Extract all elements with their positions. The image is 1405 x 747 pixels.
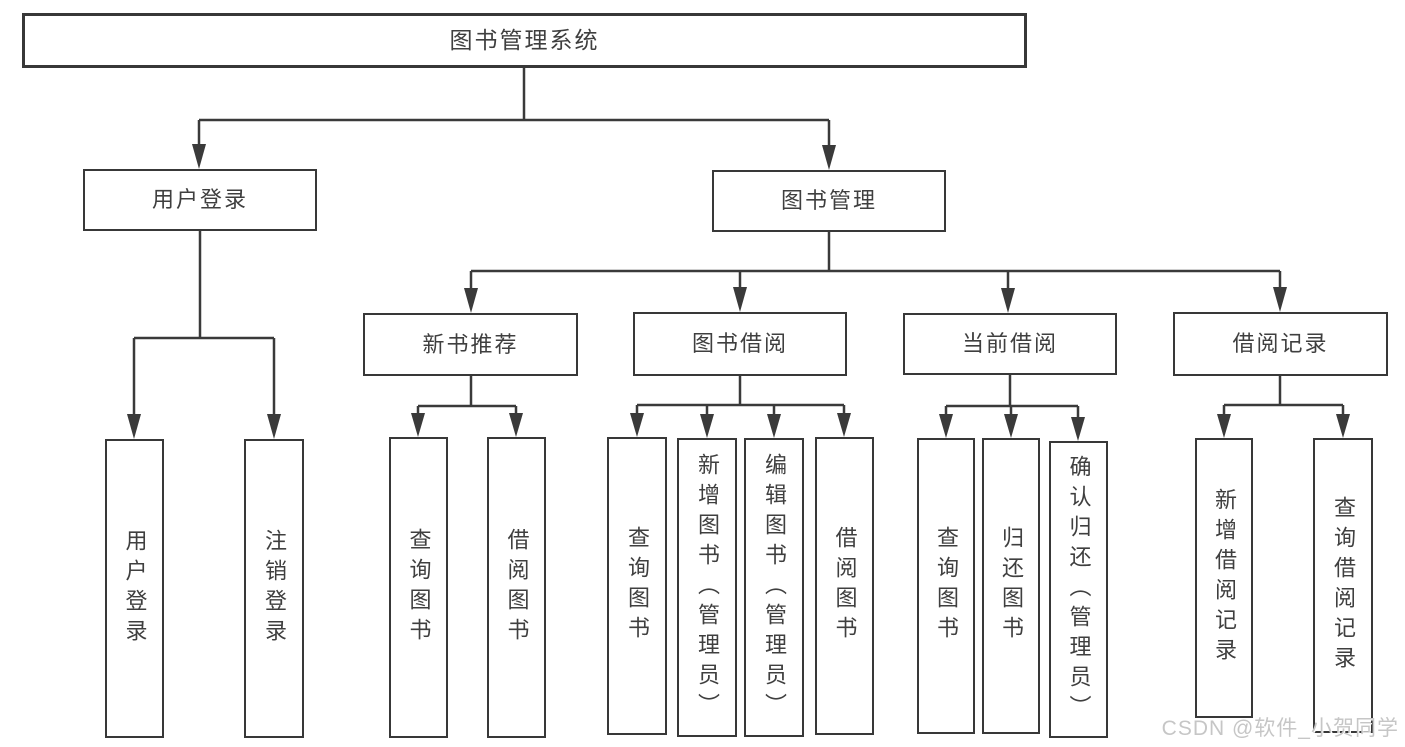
arrow-down-icon (822, 145, 836, 170)
leaf-current-confirm-return-admin: 确认归还（管理员） (1049, 441, 1108, 738)
arrow-down-icon (1004, 414, 1018, 438)
arrow-down-icon (192, 144, 206, 169)
node-library-system: 图书管理系统 (22, 13, 1027, 68)
leaf-borrowing-add-books-admin: 新增图书（管理员） (677, 438, 737, 737)
leaf-current-query-books: 查询图书 (917, 438, 975, 734)
node-borrowing-records: 借阅记录 (1173, 312, 1388, 376)
leaf-records-query-record: 查询借阅记录 (1313, 438, 1373, 733)
arrow-down-icon (630, 413, 644, 437)
arrow-down-icon (1001, 288, 1015, 313)
leaf-records-add-record: 新增借阅记录 (1195, 438, 1253, 718)
leaf-user-login: 用户登录 (105, 439, 164, 738)
node-book-management: 图书管理 (712, 170, 946, 232)
leaf-borrowing-edit-books-admin: 编辑图书（管理员） (744, 438, 804, 737)
arrow-down-icon (1273, 287, 1287, 312)
arrow-down-icon (700, 414, 714, 438)
leaf-recommend-borrow-books: 借阅图书 (487, 437, 546, 738)
leaf-borrowing-borrow-books: 借阅图书 (815, 437, 874, 735)
arrow-down-icon (837, 413, 851, 437)
arrow-down-icon (1217, 414, 1231, 438)
node-user-login: 用户登录 (83, 169, 317, 231)
connector-paths (132, 68, 1345, 421)
node-current-borrowing: 当前借阅 (903, 313, 1117, 375)
leaf-current-return-books: 归还图书 (982, 438, 1040, 734)
leaf-borrowing-query-books: 查询图书 (607, 437, 667, 735)
arrow-down-icon (1071, 417, 1085, 441)
leaf-logout: 注销登录 (244, 439, 304, 738)
arrow-down-icon (411, 413, 425, 437)
arrow-down-icon (733, 287, 747, 312)
arrow-down-icon (127, 414, 141, 439)
node-new-book-recommend: 新书推荐 (363, 313, 578, 376)
arrowheads (127, 144, 1350, 441)
csdn-watermark: CSDN @软件_小贺同学 (1161, 717, 1399, 740)
arrow-down-icon (1336, 414, 1350, 438)
arrow-down-icon (464, 288, 478, 313)
node-book-borrowing: 图书借阅 (633, 312, 847, 376)
arrow-down-icon (767, 414, 781, 438)
arrow-down-icon (267, 414, 281, 439)
arrow-down-icon (939, 414, 953, 438)
arrow-down-icon (509, 413, 523, 437)
leaf-recommend-query-books: 查询图书 (389, 437, 448, 738)
